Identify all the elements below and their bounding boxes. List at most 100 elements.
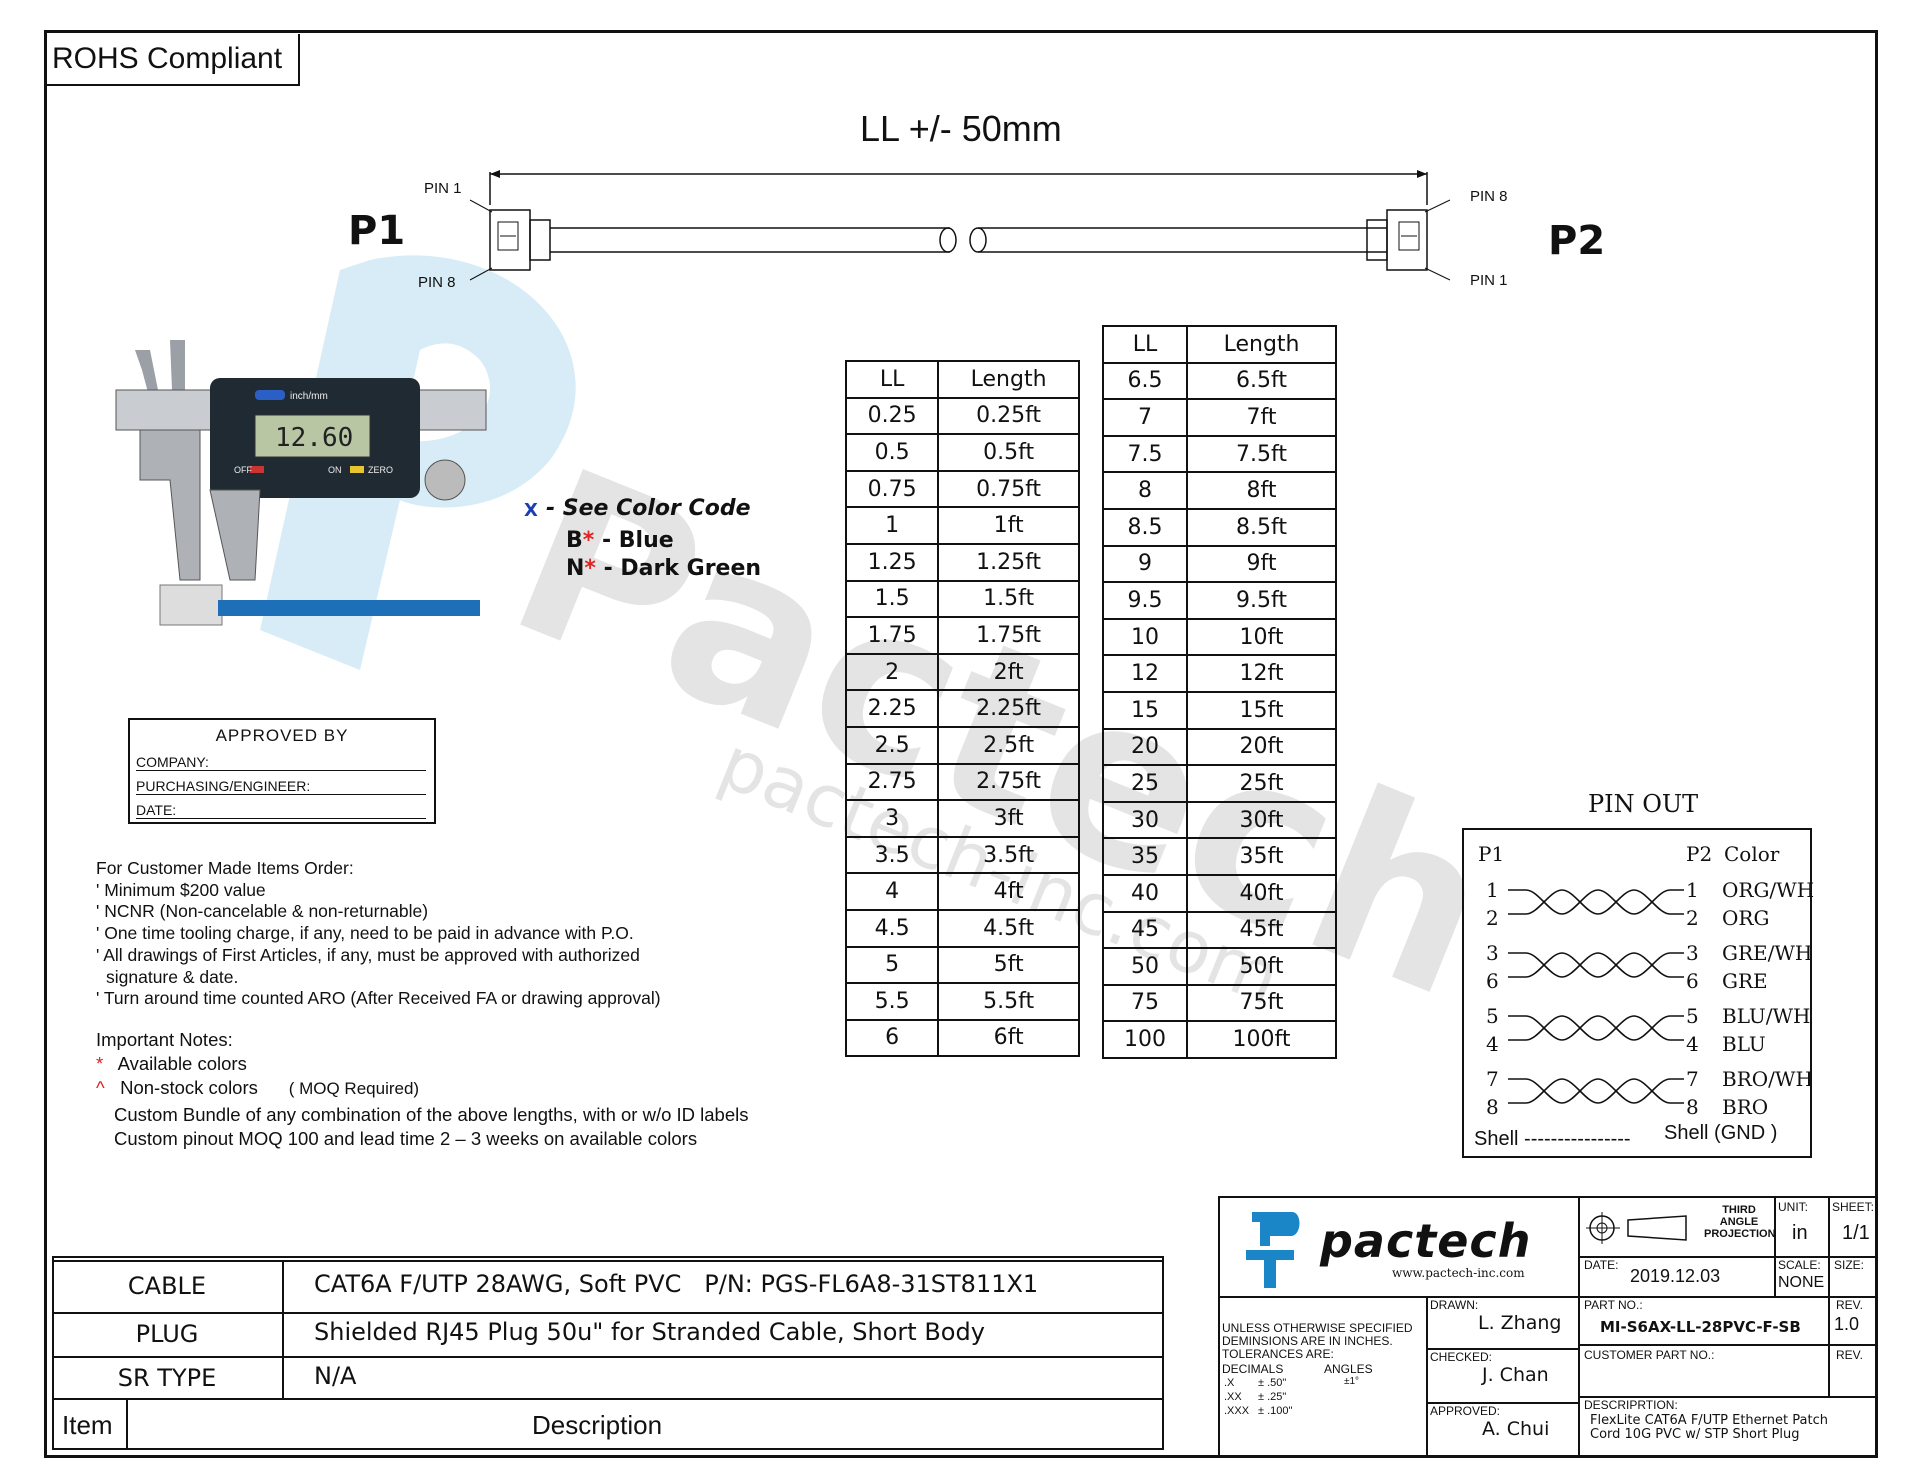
twisted-pair-wire (1508, 1015, 1684, 1041)
ll-cell: 3 (844, 799, 940, 838)
approved-date: DATE: (136, 802, 426, 819)
length-cell: 8.5ft (1186, 507, 1337, 547)
pinout-p1-pin: 6 (1486, 969, 1499, 993)
description-table: CABLE CAT6A F/UTP 28AWG, Soft PVC P/N: P… (52, 1256, 1164, 1452)
p1-label: P1 (348, 208, 406, 254)
pinout-box: P1 P2 Color Shell ---------------- Shell… (1462, 828, 1814, 1158)
important-notes-title: Important Notes: (96, 1029, 233, 1050)
ll-cell: 7.5 (1101, 434, 1189, 474)
ll-cell: 10 (1101, 617, 1189, 657)
p1-pin1-label: PIN 1 (424, 180, 462, 197)
desc-header-description: Description (532, 1410, 663, 1440)
length-cell: 7ft (1186, 398, 1337, 437)
length-cell: 6.5ft (1186, 361, 1337, 401)
pactech-logo-text: pactech (1320, 1214, 1532, 1268)
ll-cell: 2 (844, 652, 940, 692)
decimals-label: DECIMALS (1222, 1362, 1284, 1376)
unit-label: UNIT: (1778, 1200, 1808, 1214)
ll-cell: 8 (1101, 471, 1189, 510)
pinout-p2-pin: 7 (1686, 1067, 1699, 1091)
drawn-value: L. Zhang (1478, 1312, 1562, 1334)
approved-by-title: APPROVED BY (215, 726, 349, 745)
pinout-color: BRO (1722, 1095, 1769, 1119)
angles-label: ANGLES (1324, 1362, 1373, 1376)
approved-by-box: APPROVED BY COMPANY: PURCHASING/ENGINEER… (128, 718, 436, 824)
ll-cell: 6 (844, 1018, 940, 1058)
third-angle-projection-icon (1586, 1212, 1687, 1244)
note-line: ' Turn around time counted ARO (After Re… (96, 988, 661, 1009)
ll-cell: 7 (1101, 398, 1189, 437)
length-cell: 2.5ft (937, 725, 1080, 765)
length-cell: 25ft (1186, 764, 1337, 803)
pinout-color: ORG (1722, 906, 1770, 930)
tolerance-note: UNLESS OTHERWISE SPECIFIED DEMINSIONS AR… (1222, 1321, 1413, 1361)
pinout-p2-pin: 3 (1686, 941, 1699, 965)
length-cell: 1.25ft (937, 542, 1080, 582)
length-cell: 6ft (937, 1018, 1080, 1058)
color-code-x: X (524, 500, 538, 521)
svg-text:inch/mm: inch/mm (290, 391, 328, 402)
length-cell: 20ft (1186, 727, 1337, 767)
pinout-p2-pin: 5 (1686, 1004, 1699, 1028)
ll-cell: 4.5 (844, 908, 940, 948)
pinout-p1-pin: 2 (1486, 906, 1499, 930)
ll-cell: 0.25 (844, 396, 940, 436)
pinout-p1-pin: 5 (1486, 1004, 1499, 1028)
pinout-col-color: Color (1724, 842, 1780, 866)
cable-drawing (469, 170, 1451, 281)
part-no-value: MI-S6AX-LL-28PVC-F-SB (1600, 1318, 1801, 1336)
pinout-p2-pin: 6 (1686, 969, 1699, 993)
length-cell: 4ft (937, 872, 1080, 911)
length-cell: 3.5ft (937, 835, 1080, 875)
unit-value: in (1792, 1222, 1808, 1244)
ll-cell: 12 (1101, 654, 1189, 693)
customer-notes-title: For Customer Made Items Order: (96, 858, 354, 878)
customer-part-label: CUSTOMER PART NO.: (1584, 1348, 1715, 1362)
important-notes: Important Notes: * Available colors ^ No… (96, 1028, 856, 1151)
length-cell: 35ft (1186, 837, 1337, 876)
custom-pinout-note: Custom pinout MOQ 100 and lead time 2 – … (114, 1128, 698, 1149)
table-header-length: Length (937, 360, 1080, 399)
pinout-p2-pin: 1 (1686, 878, 1699, 902)
twisted-pair-wire (1508, 952, 1684, 978)
ll-cell: 5 (844, 945, 940, 985)
pactech-logo-url: www.pactech-inc.com (1392, 1266, 1525, 1280)
table-header-length: Length (1186, 325, 1337, 364)
ll-cell: 1.75 (844, 616, 940, 655)
twisted-pair-wire (1508, 889, 1684, 915)
shell-right-label: Shell (GND ) (1664, 1122, 1778, 1144)
note-line: ' Minimum $200 value (96, 879, 266, 900)
custom-bundle-note: Custom Bundle of any combination of the … (114, 1104, 749, 1125)
ll-cell: 1.5 (844, 579, 940, 619)
rev2-label: REV. (1836, 1348, 1863, 1362)
rohs-label: ROHS Compliant (46, 34, 300, 86)
rev-label: REV. (1836, 1298, 1863, 1312)
svg-text:ZERO: ZERO (368, 465, 393, 475)
length-cell: 7.5ft (1186, 434, 1337, 474)
pinout-color: BLU/WH (1722, 1004, 1811, 1028)
length-cell: 10ft (1186, 617, 1337, 657)
checked-value: J. Chan (1482, 1364, 1549, 1386)
desc-text-sr-type: N/A (314, 1362, 357, 1390)
pinout-p1-pin: 3 (1486, 941, 1499, 965)
pinout-p1-pin: 4 (1486, 1032, 1499, 1056)
pinout-color: BLU (1722, 1032, 1766, 1056)
